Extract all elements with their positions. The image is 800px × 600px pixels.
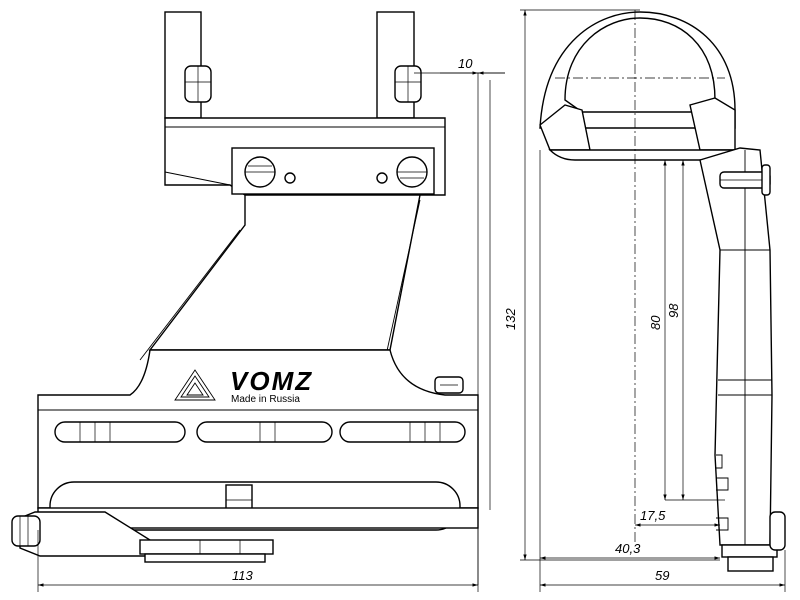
dim-height-80: 80 xyxy=(648,315,663,330)
side-column xyxy=(699,147,773,546)
dim-depth-side: 59 xyxy=(655,568,669,583)
dim-offset-40-3: 40,3 xyxy=(615,541,641,556)
dim-top-offset: 10 xyxy=(458,56,473,71)
dim-width-front: 113 xyxy=(232,568,253,583)
vomz-logo-icon xyxy=(174,369,216,401)
angled-web xyxy=(148,194,421,351)
dim-total-height: 132 xyxy=(503,308,518,330)
plate-screw-left xyxy=(244,156,276,188)
side-lever xyxy=(769,511,786,551)
ring-upright-left xyxy=(164,11,202,119)
clamp-lever xyxy=(11,511,274,563)
side-view xyxy=(539,10,786,572)
side-base xyxy=(721,544,778,558)
upright-screw-left xyxy=(184,65,212,103)
brand-tagline: Made in Russia xyxy=(231,394,300,405)
side-nut xyxy=(727,556,774,572)
slot-right xyxy=(339,421,466,443)
ring-clamp-left xyxy=(539,104,591,151)
plate-hole-left xyxy=(284,172,296,184)
dim-height-98: 98 xyxy=(666,303,681,318)
ring-inner xyxy=(564,17,716,113)
plate-screw-right xyxy=(396,156,428,188)
ring-clamp-right xyxy=(689,97,736,151)
plate-hole-right xyxy=(376,172,388,184)
brand-name: VOMZ xyxy=(230,366,313,396)
dim-offset-17-5: 17,5 xyxy=(640,508,666,523)
side-dimensions: 80 98 17,5 40,3 59 xyxy=(520,9,786,592)
front-view: VOMZ Made in Russia xyxy=(11,11,479,563)
front-dimensions: 113 10 132 xyxy=(37,56,518,592)
slot-center xyxy=(196,421,333,443)
upright-screw-right xyxy=(394,65,422,103)
slot-left xyxy=(54,421,186,443)
